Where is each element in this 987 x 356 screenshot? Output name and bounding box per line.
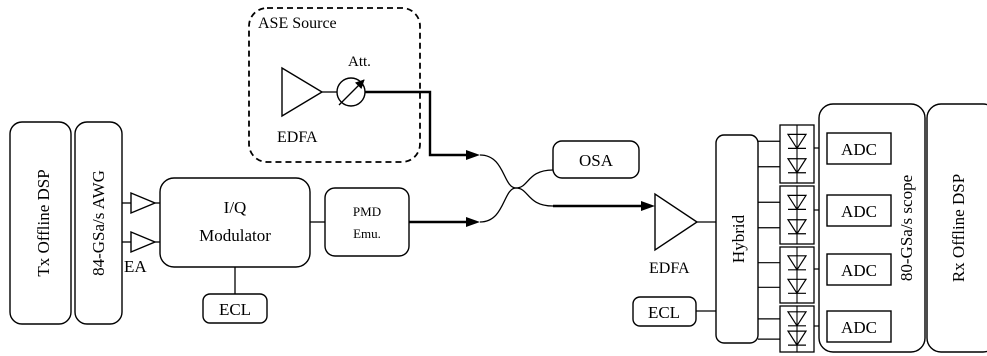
awg-box <box>74 121 123 325</box>
attenuator-arrow <box>338 79 365 106</box>
ecl-tx-box <box>202 293 268 324</box>
hybrid-label: Hybrid <box>729 214 748 263</box>
ea-label: EA <box>124 257 147 276</box>
ecl-tx-label: ECL <box>219 300 251 319</box>
ase-edfa-amplifier <box>281 66 324 118</box>
adc-4: ADC <box>826 310 892 343</box>
coupler-upper-branch <box>479 154 554 189</box>
adc-1: ADC <box>826 132 892 165</box>
adc-3: ADC <box>826 253 892 286</box>
pmd-label-line2: Emu. <box>353 226 381 241</box>
ea-amplifier-1 <box>130 191 157 215</box>
hybrid-box <box>715 134 759 344</box>
ase-source-box <box>248 7 421 163</box>
adc-1-label: ADC <box>841 140 877 159</box>
rx-offline-dsp-label: Rx Offline DSP <box>949 174 968 282</box>
ea-amplifier-2 <box>130 230 157 254</box>
pmd-path-arrow <box>466 217 480 227</box>
attenuator <box>336 77 366 107</box>
adc-3-box <box>826 253 892 286</box>
awg-label: 84-GSa/s AWG <box>89 170 108 276</box>
balanced-photodetectors <box>758 124 827 353</box>
adc-4-box <box>826 310 892 343</box>
iq-modulator-box <box>159 177 311 268</box>
scope-box <box>818 103 926 353</box>
ase-path-arrow <box>466 150 480 160</box>
ase-output-path <box>365 90 476 157</box>
pmd-label-line1: PMD <box>353 204 381 219</box>
ecl-rx-label: ECL <box>648 303 680 322</box>
rx-edfa-label: EDFA <box>649 260 690 277</box>
tx-offline-dsp-box <box>9 121 72 325</box>
adc-2-box <box>826 194 892 227</box>
adc-3-label: ADC <box>841 261 877 280</box>
osa-box <box>552 140 640 179</box>
adc-4-label: ADC <box>841 318 877 337</box>
rx-offline-dsp-box <box>926 103 987 353</box>
coupler-lower-branch <box>479 187 554 223</box>
iq-modulator-label-line2: Modulator <box>199 226 271 245</box>
iq-modulator-label-line1: I/Q <box>224 198 247 217</box>
ase-source-label: ASE Source <box>258 15 337 32</box>
adc-2-label: ADC <box>841 202 877 221</box>
tx-offline-dsp-label: Tx Offline DSP <box>34 169 53 276</box>
scope-label: 80-GSa/s scope <box>897 175 916 281</box>
osa-label: OSA <box>579 151 614 170</box>
rx-edfa-amplifier <box>654 192 699 252</box>
ase-edfa-label: EDFA <box>277 129 318 146</box>
rx-path-arrow <box>641 201 655 211</box>
adc-2: ADC <box>826 194 892 227</box>
att-label: Att. <box>348 54 371 70</box>
pmd-emulator-box <box>324 187 410 257</box>
adc-1-box <box>826 132 892 165</box>
